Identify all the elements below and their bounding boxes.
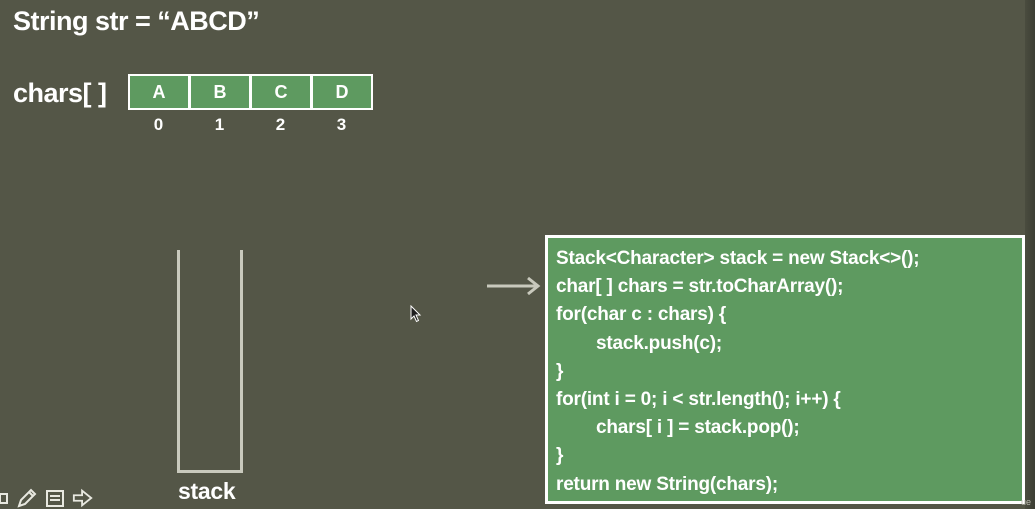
next-arrow-icon[interactable] (72, 488, 94, 508)
array-cell-value: A (128, 74, 190, 110)
array-cell-index: 1 (214, 115, 225, 134)
stack-label: stack (178, 478, 236, 504)
stack-container (177, 250, 243, 473)
pen-icon[interactable] (16, 488, 38, 508)
array-cell: D 3 (311, 74, 373, 135)
window-edge (1025, 0, 1035, 509)
code-line: } (556, 445, 564, 467)
array-cell: A 0 (128, 74, 190, 135)
code-line: for(char c : chars) { (556, 304, 727, 326)
array-cell: C 2 (250, 74, 312, 135)
code-block: Stack<Character> stack = new Stack<>(); … (545, 235, 1025, 504)
code-line: Stack<Character> stack = new Stack<>(); (556, 248, 920, 269)
watermark-logo: ue (1020, 497, 1031, 507)
array-cell-index: 2 (275, 115, 286, 134)
pointer-arrow-icon (487, 276, 541, 296)
array-cell-index: 3 (336, 115, 347, 134)
code-line: } (556, 360, 564, 382)
square-icon[interactable] (0, 488, 10, 508)
array-label: chars[ ] (13, 78, 107, 108)
code-line: for(int i = 0; i < str.length(); i++) { (556, 389, 841, 411)
notes-icon[interactable] (44, 488, 66, 508)
char-array: A 0 B 1 C 2 D 3 (128, 74, 373, 135)
code-line: chars[ i ] = stack.pop(); (596, 417, 800, 439)
code-line: char[ ] chars = str.toCharArray(); (556, 276, 844, 298)
mouse-cursor-icon (410, 305, 422, 323)
array-cell-value: D (311, 74, 373, 110)
array-cell-value: B (189, 74, 251, 110)
array-cell-value: C (250, 74, 312, 110)
presentation-toolbar (0, 488, 94, 508)
code-line: return new String(chars); (556, 473, 778, 495)
slide-title: String str = “ABCD” (13, 6, 260, 36)
code-line: stack.push(c); (596, 332, 723, 354)
array-cell-index: 0 (153, 115, 164, 134)
array-cell: B 1 (189, 74, 251, 135)
